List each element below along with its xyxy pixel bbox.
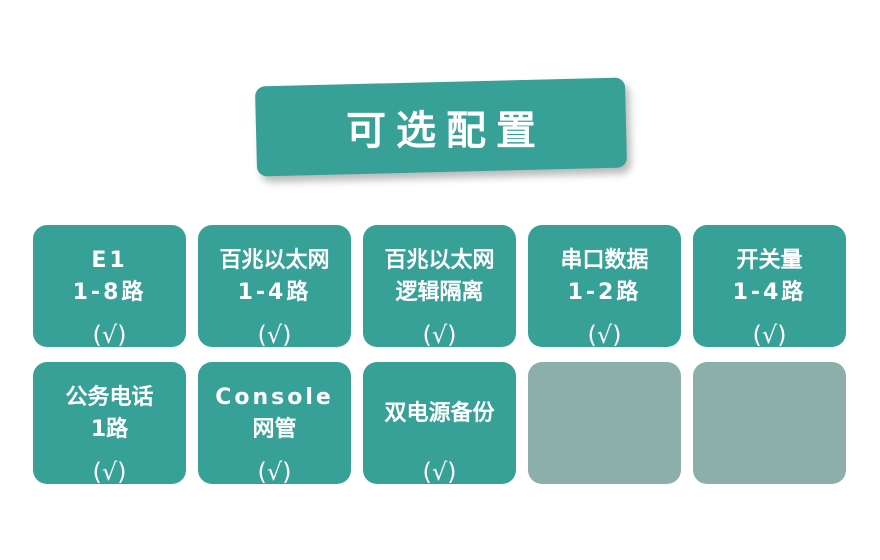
- option-detail: 1-2路: [567, 280, 642, 305]
- option-card-ethernet-isolation: 百兆以太网 逻辑隔离 (√): [363, 225, 516, 347]
- options-grid: E1 1-8路 (√) 百兆以太网 1-4路 (√) 百兆以太网 逻辑隔离 (√…: [33, 225, 846, 484]
- option-detail: 1-8路: [72, 280, 147, 305]
- checkmark-icon: (√): [92, 458, 127, 484]
- page-title: 可选配置: [346, 108, 546, 154]
- option-card-ethernet: 百兆以太网 1-4路 (√): [198, 225, 351, 347]
- option-detail: 网管: [252, 417, 297, 442]
- option-card-console: Console 网管 (√): [198, 362, 351, 484]
- option-detail: 1-4路: [237, 280, 312, 305]
- option-card-dual-power: 双电源备份 (√): [363, 362, 516, 484]
- checkmark-icon: (√): [257, 321, 292, 347]
- option-name: 开关量: [736, 248, 803, 273]
- option-card-phone: 公务电话 1路 (√): [33, 362, 186, 484]
- option-name: Console: [215, 385, 334, 410]
- empty-card: [693, 362, 846, 484]
- empty-card: [528, 362, 681, 484]
- option-detail: 逻辑隔离: [395, 280, 484, 305]
- option-detail: 1路: [90, 417, 129, 442]
- option-name: 百兆以太网: [384, 248, 495, 273]
- checkmark-icon: (√): [752, 321, 787, 347]
- checkmark-icon: (√): [257, 458, 292, 484]
- option-name: 双电源备份: [384, 401, 495, 426]
- option-card-serial: 串口数据 1-2路 (√): [528, 225, 681, 347]
- checkmark-icon: (√): [422, 321, 457, 347]
- checkmark-icon: (√): [422, 458, 457, 484]
- checkmark-icon: (√): [92, 321, 127, 347]
- option-card-e1: E1 1-8路 (√): [33, 225, 186, 347]
- option-name: 公务电话: [65, 385, 154, 410]
- title-banner: 可选配置: [254, 77, 628, 177]
- option-card-switch: 开关量 1-4路 (√): [693, 225, 846, 347]
- option-detail: 1-4路: [732, 280, 807, 305]
- option-name: 串口数据: [560, 248, 649, 273]
- option-name: 百兆以太网: [219, 248, 330, 273]
- option-name: E1: [91, 248, 128, 273]
- checkmark-icon: (√): [587, 321, 622, 347]
